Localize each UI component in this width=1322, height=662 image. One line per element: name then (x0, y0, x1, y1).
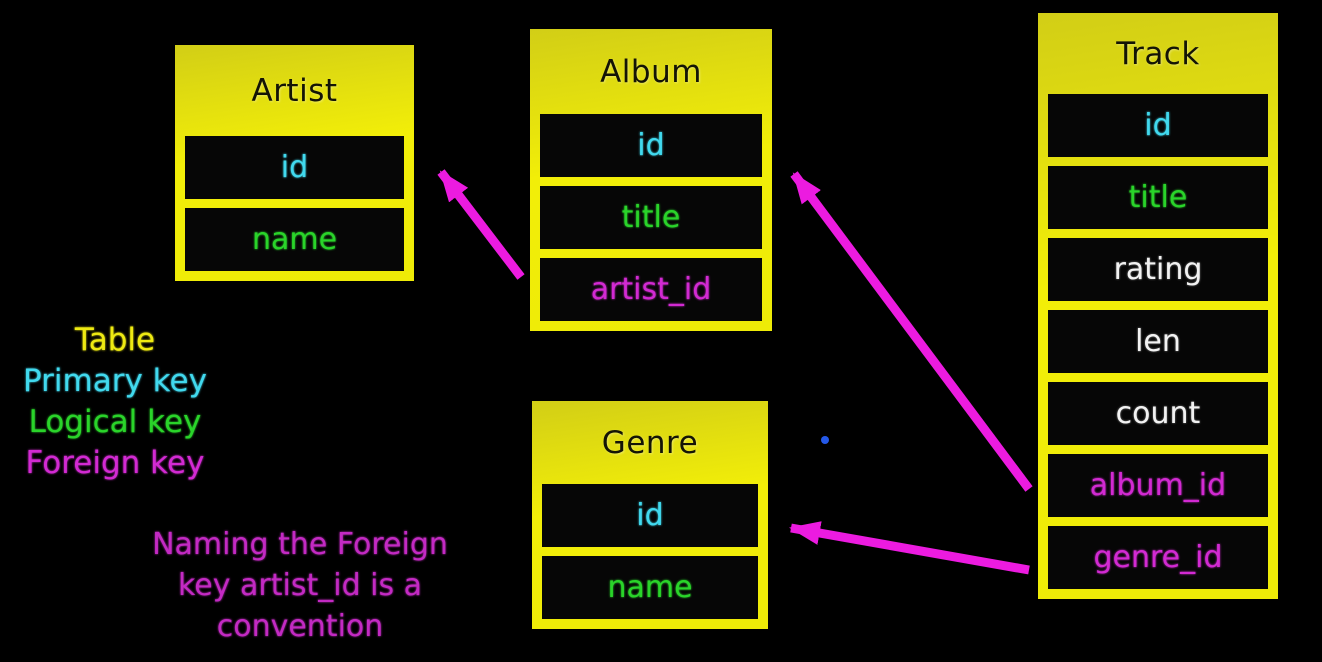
column-artist-name: name (251, 222, 338, 257)
column-album-artist-id: artist_id (590, 272, 712, 307)
table-album-title: Album (600, 54, 702, 90)
note-line: key artist_id is a (177, 568, 423, 603)
column-track-title: title (1128, 180, 1188, 215)
arrow-album-to-artist (437, 169, 525, 280)
table-row: id (540, 114, 762, 177)
note-line: Naming the Foreign (152, 527, 448, 562)
cursor-dot (821, 436, 829, 444)
table-track-title: Track (1116, 36, 1200, 72)
column-track-id: id (1144, 108, 1172, 143)
legend-item-primary-key: Primary key (23, 363, 207, 399)
table-artist: Artist id name (175, 45, 414, 281)
arrow-track-to-album (790, 171, 1033, 492)
table-row: artist_id (540, 258, 762, 321)
table-album: Album id title artist_id (530, 29, 772, 331)
column-track-count: count (1115, 396, 1201, 431)
table-row: genre_id (1048, 526, 1268, 589)
column-album-title: title (621, 200, 681, 235)
legend-item-table: Table (74, 322, 156, 358)
column-track-rating: rating (1113, 252, 1203, 287)
table-genre-title: Genre (601, 425, 699, 461)
column-track-genre-id: genre_id (1093, 540, 1223, 575)
table-row: title (540, 186, 762, 249)
column-album-id: id (637, 128, 665, 163)
legend: Table Primary key Logical key Foreign ke… (8, 320, 222, 484)
column-track-album-id: album_id (1089, 468, 1227, 503)
table-row: count (1048, 382, 1268, 445)
column-track-len: len (1135, 324, 1181, 359)
table-artist-title: Artist (251, 73, 338, 109)
legend-item-foreign-key: Foreign key (25, 445, 205, 481)
column-artist-id: id (280, 150, 309, 185)
column-genre-id: id (636, 498, 664, 533)
table-row: name (542, 556, 758, 619)
table-row: len (1048, 310, 1268, 373)
table-row: id (185, 136, 404, 199)
table-row: title (1048, 166, 1268, 229)
table-row: id (1048, 94, 1268, 157)
table-row: rating (1048, 238, 1268, 301)
convention-note: Naming the Foreign key artist_id is a co… (128, 524, 472, 647)
column-genre-name: name (607, 570, 693, 605)
note-line: convention (216, 609, 384, 644)
table-track: Track id title rating len count album_id… (1038, 13, 1278, 599)
table-row: id (542, 484, 758, 547)
table-genre: Genre id name (532, 401, 768, 629)
table-row: album_id (1048, 454, 1268, 517)
legend-item-logical-key: Logical key (28, 404, 202, 440)
arrow-track-to-genre (789, 521, 1030, 575)
table-row: name (185, 208, 404, 271)
